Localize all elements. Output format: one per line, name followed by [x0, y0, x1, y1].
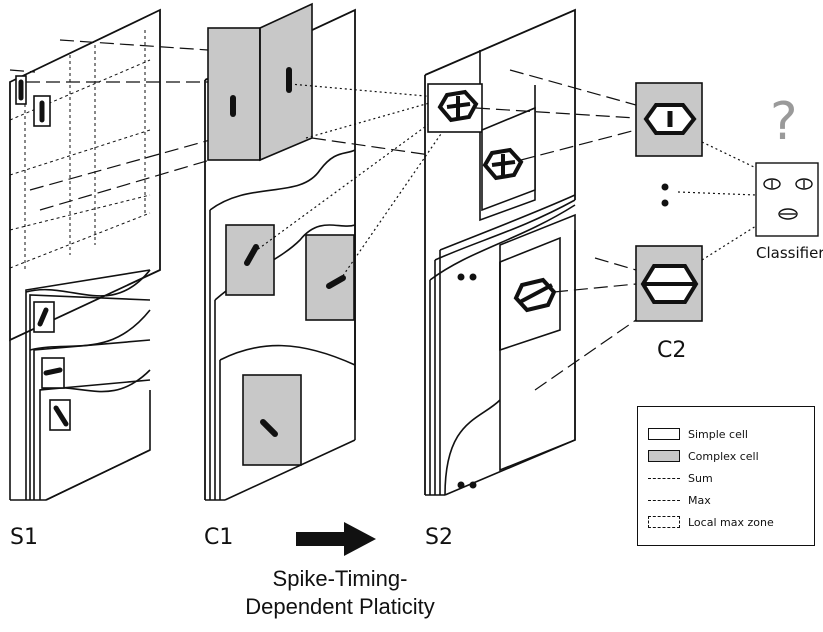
caption-line-2: Dependent Platicity	[245, 594, 435, 619]
s2-patterns	[437, 89, 557, 313]
caption-line-1: Spike-Timing-	[272, 566, 408, 591]
sum-line-swatch	[648, 477, 680, 479]
label-s2: S2	[425, 525, 453, 550]
simple-cell-swatch	[648, 428, 680, 440]
legend-row-complex: Complex cell	[648, 447, 759, 465]
stdp-caption: Spike-Timing- Dependent Platicity	[190, 565, 490, 621]
s2-dots	[457, 273, 477, 489]
c2-dots	[661, 183, 669, 207]
legend-row-sum: Sum	[648, 469, 713, 487]
c2-classifier-sum-lines	[677, 141, 757, 261]
legend-row-max: Max	[648, 491, 711, 509]
legend-local-label: Local max zone	[688, 515, 774, 529]
legend-complex-label: Complex cell	[688, 449, 759, 463]
c1-oriented-bars	[230, 67, 346, 437]
stdp-arrow-icon	[296, 522, 376, 556]
legend-sum-label: Sum	[688, 471, 713, 485]
legend-row-simple: Simple cell	[648, 425, 748, 443]
label-s1: S1	[10, 525, 38, 550]
complex-cell-swatch	[648, 450, 680, 462]
max-line-swatch	[648, 499, 680, 501]
local-max-swatch	[648, 516, 680, 528]
legend-row-local: Local max zone	[648, 513, 774, 531]
s1-layer	[9, 8, 161, 501]
s2-c2-max-lines	[475, 69, 637, 391]
s1-c1-max-lines	[9, 39, 211, 211]
s1-oriented-bars	[18, 79, 69, 427]
c1-s2-sum-lines	[249, 83, 453, 281]
label-classifier: Classifier	[756, 244, 823, 262]
label-c1: C1	[204, 525, 234, 550]
label-c2: C2	[657, 338, 687, 363]
legend: Simple cell Complex cell Sum Max Local m…	[637, 406, 815, 546]
legend-max-label: Max	[688, 493, 711, 507]
legend-simple-label: Simple cell	[688, 427, 748, 441]
question-mark: ?	[770, 92, 798, 152]
classifier-box	[755, 162, 819, 237]
c2-cells	[635, 82, 703, 322]
c1-layer	[204, 2, 356, 501]
